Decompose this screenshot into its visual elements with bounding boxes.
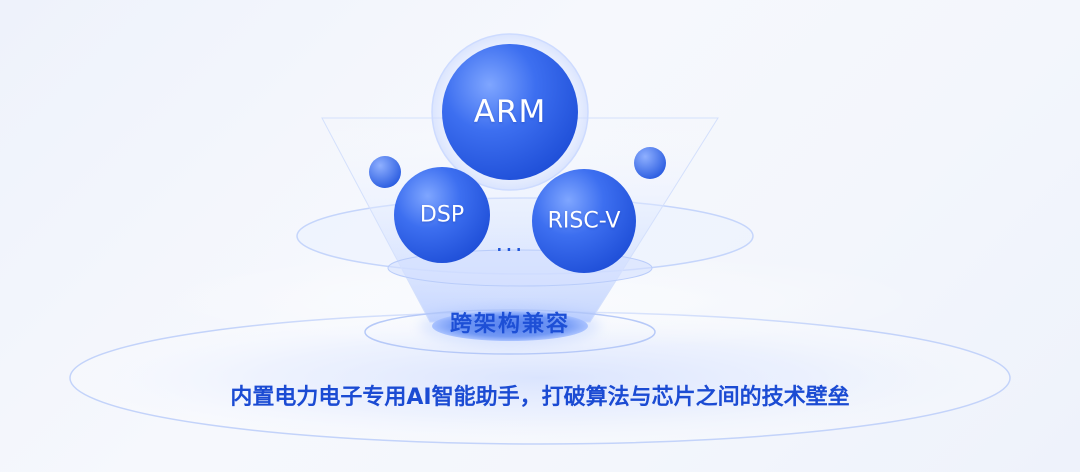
risc-v-ball — [532, 169, 636, 273]
small-ball-left — [369, 156, 401, 188]
node-ellipsis: ... — [495, 229, 525, 257]
tagline: 内置电力电子专用AI智能助手，打破算法与芯片之间的技术壁垒 — [230, 385, 850, 410]
small-ball-right — [634, 147, 666, 179]
core-label: 跨架构兼容 — [449, 312, 571, 337]
node-risc-v-label: RISC-V — [547, 208, 621, 234]
node-dsp-label: DSP — [419, 202, 465, 228]
arm-ball — [442, 44, 578, 180]
base-plate-glow — [420, 306, 600, 346]
dsp-ball — [394, 167, 490, 263]
node-arm-label: ARM — [473, 94, 547, 130]
